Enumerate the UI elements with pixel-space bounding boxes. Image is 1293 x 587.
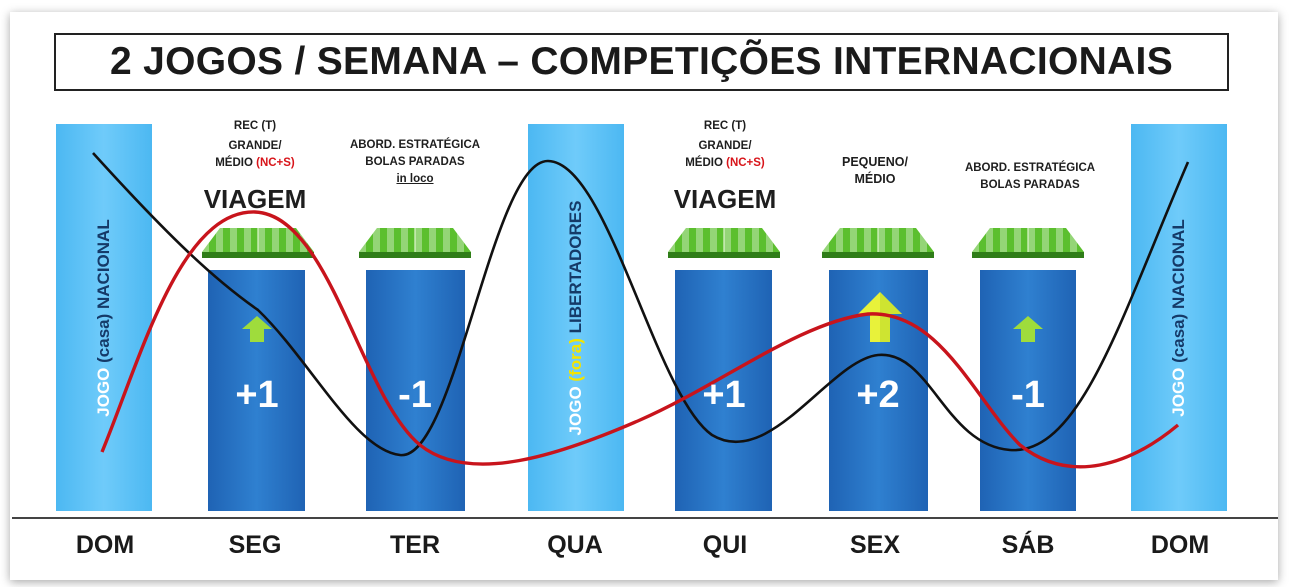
note-line: ABORD. ESTRATÉGICA (964, 162, 1096, 174)
day-label: DOM (75, 531, 135, 559)
soccer-field-icon (972, 228, 1084, 258)
soccer-field-icon (668, 228, 780, 258)
load-value-ter: -1 (398, 374, 432, 416)
load-value-sex: +2 (856, 374, 900, 416)
note-line: ABORD. ESTRATÉGICA (349, 139, 481, 151)
title-box: 2 JOGOS / SEMANA – COMPETIÇÕES INTERNACI… (54, 33, 1229, 91)
session-note-qui: REC (T) GRANDE/ MÉDIO (NC+S) (640, 118, 810, 172)
note-line: MÉDIO (215, 157, 257, 169)
note-line: BOLAS PARADAS (365, 156, 465, 168)
day-label: QUA (547, 531, 603, 559)
load-value-seg: +1 (235, 374, 279, 416)
day-label: QUI (702, 531, 748, 559)
session-note-sab: ABORD. ESTRATÉGICA BOLAS PARADAS (945, 160, 1115, 194)
session-note-seg: REC (T) GRANDE/ MÉDIO (NC+S) (170, 118, 340, 172)
up-arrow-icon (242, 316, 272, 342)
red-curve (100, 210, 1180, 469)
diagram-title: 2 JOGOS / SEMANA – COMPETIÇÕES INTERNACI… (109, 40, 1174, 83)
note-line: GRANDE/ (228, 140, 282, 152)
soccer-field-icon (202, 228, 314, 258)
soccer-field-icon (359, 228, 471, 258)
up-arrow-icon (1013, 316, 1043, 342)
day-label: SEG (228, 531, 282, 559)
day-label: DOM (1150, 531, 1210, 559)
travel-label-seg: VIAGEM (203, 184, 307, 214)
black-curve (92, 152, 1190, 457)
travel-label-qui: VIAGEM (673, 184, 777, 214)
day-label: SEX (849, 531, 901, 559)
day-label: TER (390, 531, 440, 559)
note-line-highlight: (NC+S) (726, 157, 765, 169)
note-line: REC (T) (703, 120, 747, 132)
note-line: PEQUENO/ (842, 155, 908, 169)
note-line: MÉDIO (854, 172, 896, 186)
note-line-highlight: (NC+S) (256, 157, 295, 169)
training-bar-sab (980, 270, 1076, 511)
note-line: BOLAS PARADAS (980, 179, 1080, 191)
day-label: SÁB (1001, 531, 1055, 559)
note-line: GRANDE/ (698, 140, 752, 152)
note-line: REC (T) (233, 120, 277, 132)
up-arrow-icon (858, 292, 902, 342)
note-line: MÉDIO (685, 157, 727, 169)
load-value-sab: -1 (1011, 374, 1045, 416)
load-value-qui: +1 (702, 374, 746, 416)
session-note-ter: ABORD. ESTRATÉGICA BOLAS PARADAS in loco (330, 137, 500, 188)
session-note-sex: PEQUENO/ MÉDIO (790, 154, 960, 188)
training-bar-qui (675, 270, 772, 511)
soccer-field-icon (822, 228, 934, 258)
note-line: in loco (396, 173, 434, 185)
baseline (12, 517, 1278, 519)
